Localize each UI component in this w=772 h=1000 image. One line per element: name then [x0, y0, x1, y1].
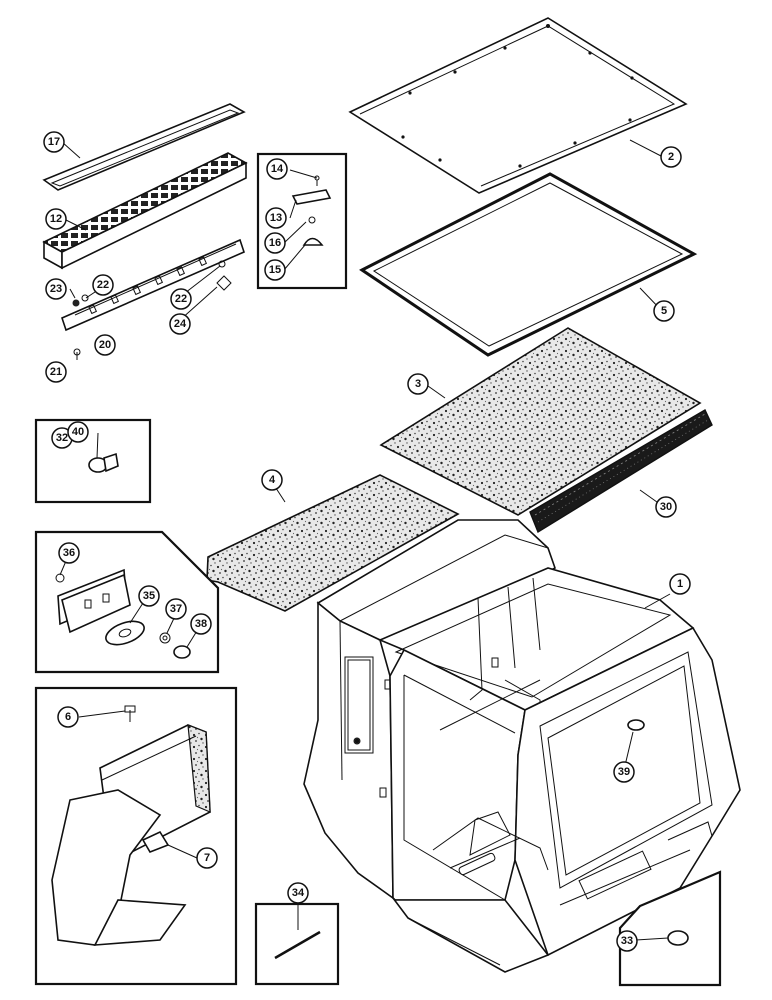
roof-panel	[348, 17, 688, 194]
callout-22a: 22	[92, 274, 114, 296]
callout-34: 34	[287, 882, 309, 904]
callout-5: 5	[653, 300, 675, 322]
inset-knob	[34, 418, 152, 504]
callout-38: 38	[190, 613, 212, 635]
inset-mount-parts	[34, 686, 238, 986]
grille-gasket	[42, 103, 246, 191]
callout-21: 21	[45, 361, 67, 383]
callout-3: 3	[407, 373, 429, 395]
mounting-bracket	[61, 238, 245, 332]
svg-text:7: 7	[204, 852, 210, 864]
svg-text:6: 6	[65, 711, 71, 723]
svg-text:33: 33	[621, 935, 633, 947]
callout-12: 12	[45, 208, 67, 230]
callout-16: 16	[264, 232, 286, 254]
callout-39: 39	[613, 761, 635, 783]
callout-23: 23	[45, 278, 67, 300]
svg-text:22: 22	[175, 293, 187, 305]
svg-text:37: 37	[170, 603, 182, 615]
svg-text:20: 20	[99, 339, 111, 351]
svg-text:30: 30	[660, 501, 672, 513]
svg-text:38: 38	[195, 618, 207, 630]
inset-plug	[618, 870, 722, 987]
callout-33: 33	[616, 930, 638, 952]
callout-32: 32	[51, 427, 73, 449]
svg-text:21: 21	[50, 366, 62, 378]
svg-text:2: 2	[668, 151, 674, 163]
callout-35: 35	[138, 585, 160, 607]
inset-rod	[254, 902, 340, 986]
svg-text:23: 23	[50, 283, 62, 295]
roof-seal	[359, 172, 698, 357]
callouts: 1 2 3 4 5 6 7 12 13 14 15 16 17 20 21 22…	[43, 131, 691, 952]
callout-22b: 22	[170, 288, 192, 310]
air-filter-grille	[42, 152, 248, 270]
callout-20: 20	[94, 334, 116, 356]
svg-text:13: 13	[270, 212, 282, 224]
callout-40: 40	[67, 421, 89, 443]
callout-17: 17	[43, 131, 65, 153]
bracket-hardware	[72, 260, 232, 360]
svg-text:36: 36	[63, 547, 75, 559]
callout-2: 2	[660, 146, 682, 168]
svg-text:32: 32	[56, 432, 68, 444]
svg-text:24: 24	[174, 318, 187, 330]
svg-text:35: 35	[143, 590, 155, 602]
inset-hinge-parts	[34, 530, 220, 674]
svg-text:12: 12	[50, 213, 62, 225]
svg-text:14: 14	[271, 163, 284, 175]
svg-text:4: 4	[269, 474, 276, 486]
svg-text:16: 16	[269, 237, 281, 249]
svg-text:34: 34	[292, 887, 305, 899]
svg-text:1: 1	[677, 578, 683, 590]
callout-7: 7	[196, 847, 218, 869]
callout-30: 30	[655, 496, 677, 518]
callout-14: 14	[266, 158, 288, 180]
svg-text:3: 3	[415, 378, 421, 390]
svg-text:39: 39	[618, 766, 630, 778]
callout-6: 6	[57, 706, 79, 728]
svg-text:15: 15	[269, 264, 281, 276]
callout-1: 1	[669, 573, 691, 595]
callout-36: 36	[58, 542, 80, 564]
callout-15: 15	[264, 259, 286, 281]
svg-text:17: 17	[48, 136, 60, 148]
svg-text:40: 40	[72, 426, 84, 438]
cab-frame	[303, 519, 741, 973]
callout-4: 4	[261, 469, 283, 491]
svg-text:5: 5	[661, 305, 667, 317]
insulation-strip	[529, 409, 713, 534]
callout-24: 24	[169, 313, 191, 335]
callout-37: 37	[165, 598, 187, 620]
cab-plug	[627, 719, 645, 731]
svg-text:22: 22	[97, 279, 109, 291]
roof-insulation	[379, 327, 702, 516]
callout-13: 13	[265, 207, 287, 229]
